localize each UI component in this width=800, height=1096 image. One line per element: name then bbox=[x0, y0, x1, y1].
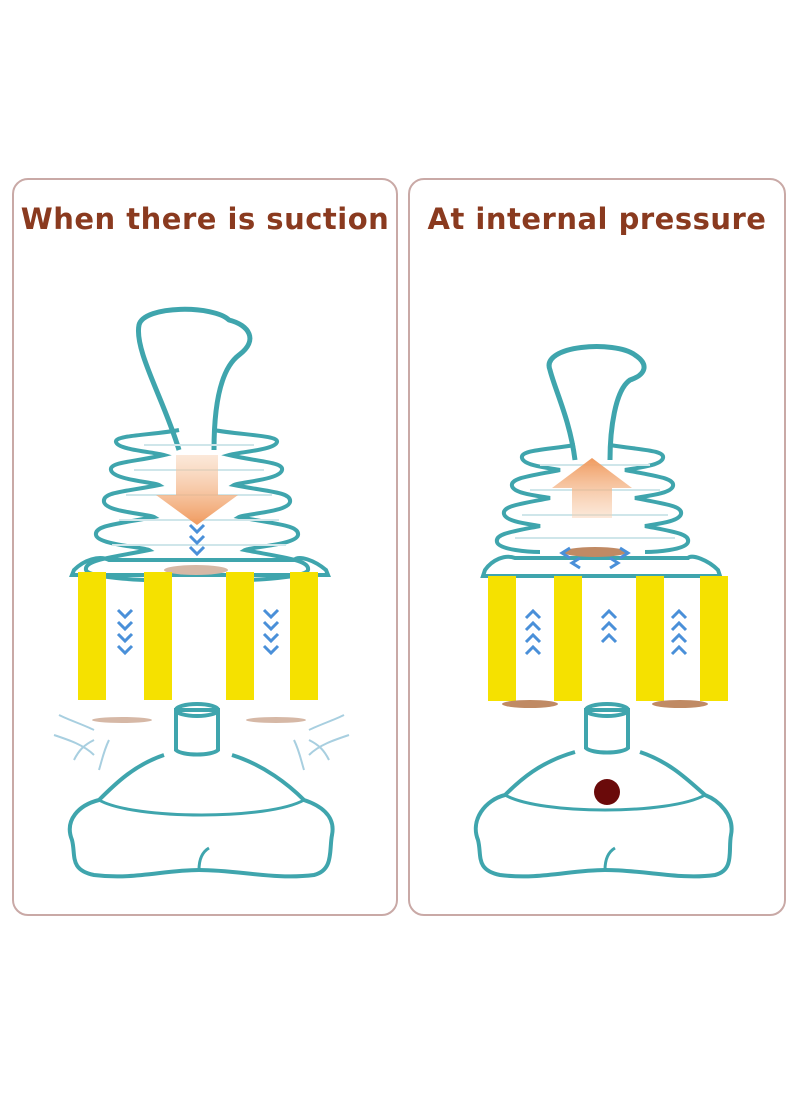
yellow-bars bbox=[488, 576, 728, 701]
bellows-rim bbox=[480, 554, 723, 578]
suction-cup bbox=[473, 750, 734, 879]
center-chevrons bbox=[188, 523, 206, 557]
bellows-rim bbox=[69, 556, 331, 577]
right-chevrons-down bbox=[262, 608, 280, 656]
right-small-disc bbox=[652, 700, 708, 708]
bellows-left-side bbox=[84, 428, 180, 582]
cup-rim-line bbox=[504, 793, 706, 812]
suction-diagram bbox=[53, 306, 350, 879]
suction-panel: When there is suction bbox=[12, 178, 398, 916]
left-chevrons-down bbox=[116, 608, 134, 656]
cup-rim-line bbox=[98, 798, 305, 817]
air-flow-arrows bbox=[53, 714, 350, 771]
bellows-left-side bbox=[494, 443, 576, 554]
panel-title-suction: When there is suction bbox=[20, 202, 390, 236]
plunger-handle bbox=[546, 344, 647, 461]
nozzle-top bbox=[174, 702, 220, 718]
pressure-diagram bbox=[473, 344, 734, 879]
yellow-bars bbox=[78, 572, 318, 700]
nozzle-top bbox=[584, 702, 630, 718]
left-small-disc bbox=[92, 717, 152, 723]
left-small-disc bbox=[502, 700, 558, 708]
plunger-handle bbox=[135, 306, 253, 451]
right-chevrons-up bbox=[670, 608, 688, 656]
seal-disc bbox=[164, 565, 228, 575]
nozzle bbox=[584, 708, 630, 755]
pressure-panel: At internal pressure bbox=[408, 178, 786, 916]
right-small-disc bbox=[246, 717, 306, 723]
pressure-dot bbox=[594, 779, 620, 805]
center-chevrons-up bbox=[600, 608, 618, 644]
cup-fold bbox=[197, 846, 210, 871]
panel-title-pressure: At internal pressure bbox=[427, 202, 767, 236]
bellows-right-side bbox=[213, 428, 310, 582]
bellows-right-side bbox=[609, 443, 691, 554]
up-arrow bbox=[552, 458, 632, 518]
left-chevrons-up bbox=[524, 608, 542, 656]
disc-side-chevrons bbox=[559, 546, 631, 570]
down-arrow bbox=[156, 455, 238, 525]
seal-disc bbox=[563, 547, 627, 557]
cup-fold bbox=[603, 846, 616, 871]
nozzle bbox=[174, 708, 220, 757]
